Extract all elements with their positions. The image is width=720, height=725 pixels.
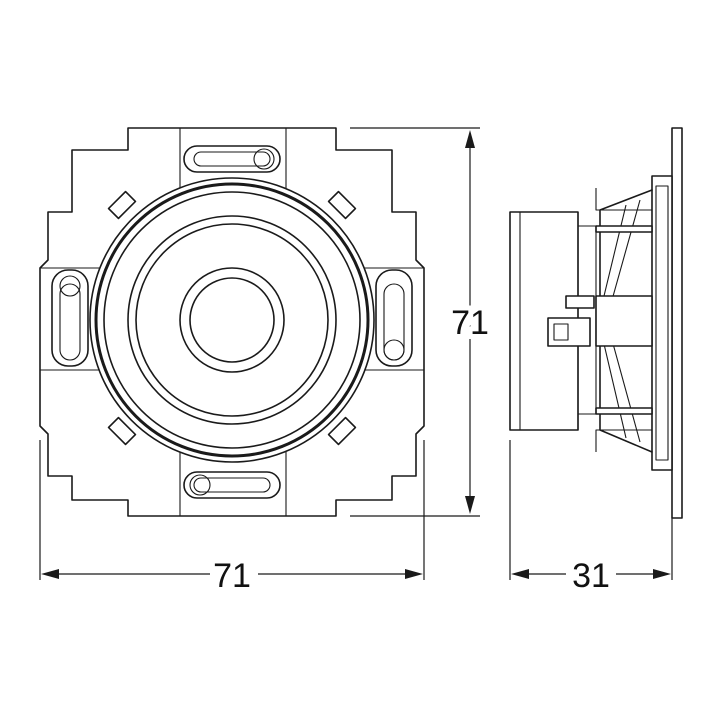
depth-label: 31: [572, 557, 610, 595]
side-view: [509, 127, 683, 519]
bottom-slot: [183, 471, 281, 499]
mounting-plate-outline: [39, 127, 425, 517]
dimension-depth: 31: [509, 440, 673, 595]
dimension-width: 71: [39, 440, 425, 595]
left-slot: [51, 269, 89, 367]
dimension-height: 71: [350, 127, 494, 517]
top-slot: [183, 145, 281, 173]
right-slot: [375, 269, 413, 367]
side-front-plate: [671, 127, 683, 519]
front-view: [39, 127, 425, 517]
speaker-front: [89, 177, 375, 463]
corner-tabs: [107, 190, 357, 446]
width-label: 71: [213, 557, 251, 595]
side-terminals: [547, 295, 653, 347]
height-label: 71: [451, 304, 489, 342]
